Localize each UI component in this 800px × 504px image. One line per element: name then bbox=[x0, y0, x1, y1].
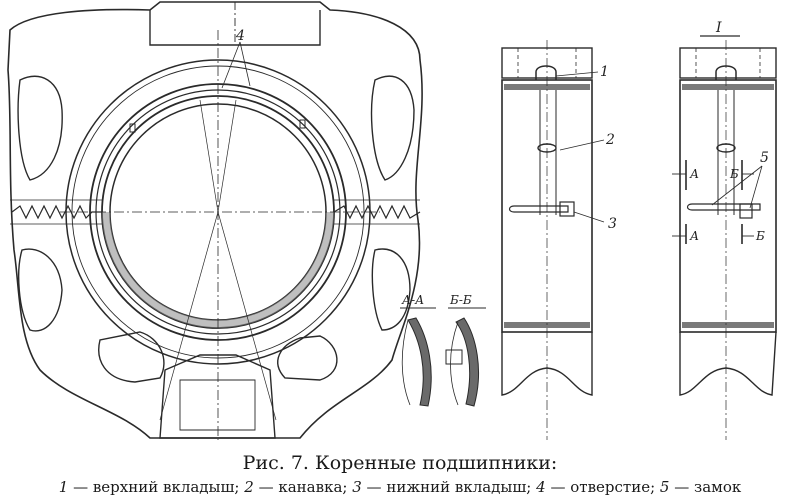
block-cross-section bbox=[7, 1, 423, 440]
callout-4-label: 4 bbox=[235, 28, 245, 44]
callout-1-label: 1 bbox=[600, 64, 609, 80]
cut-b-top-label: Б bbox=[729, 167, 739, 181]
cut-b-bottom-label: Б bbox=[755, 229, 765, 243]
shell-side-view bbox=[501, 40, 605, 440]
callout-5-label: 5 bbox=[760, 150, 769, 166]
legend-item: 5 — замок bbox=[659, 478, 742, 496]
legend-item: 3 — нижний вкладыш; bbox=[352, 478, 532, 496]
section-bb-label: Б-Б bbox=[449, 293, 472, 307]
cut-a-top-label: А bbox=[689, 167, 699, 181]
legend-item: 4 — отверстие; bbox=[536, 478, 656, 496]
shell-view-I bbox=[672, 35, 777, 440]
view-I-label: I bbox=[715, 20, 722, 36]
figure-legend: 1 — верхний вкладыш; 2 — канавка; 3 — ни… bbox=[0, 478, 800, 496]
section-bb bbox=[445, 307, 486, 407]
legend-item: 1 — верхний вкладыш; bbox=[58, 478, 240, 496]
section-aa-label: А-А bbox=[401, 293, 424, 307]
callout-3-label: 3 bbox=[608, 216, 617, 232]
bearing-drawing: 4 1 2 3 5 I А-А Б-Б А А Б Б bbox=[7, 1, 777, 440]
figure-caption-title: Рис. 7. Коренные подшипники: bbox=[242, 452, 558, 474]
section-aa bbox=[400, 307, 436, 407]
callout-2-label: 2 bbox=[605, 132, 615, 148]
cut-a-bottom-label: А bbox=[689, 229, 699, 243]
legend-item: 2 — канавка; bbox=[244, 478, 348, 496]
